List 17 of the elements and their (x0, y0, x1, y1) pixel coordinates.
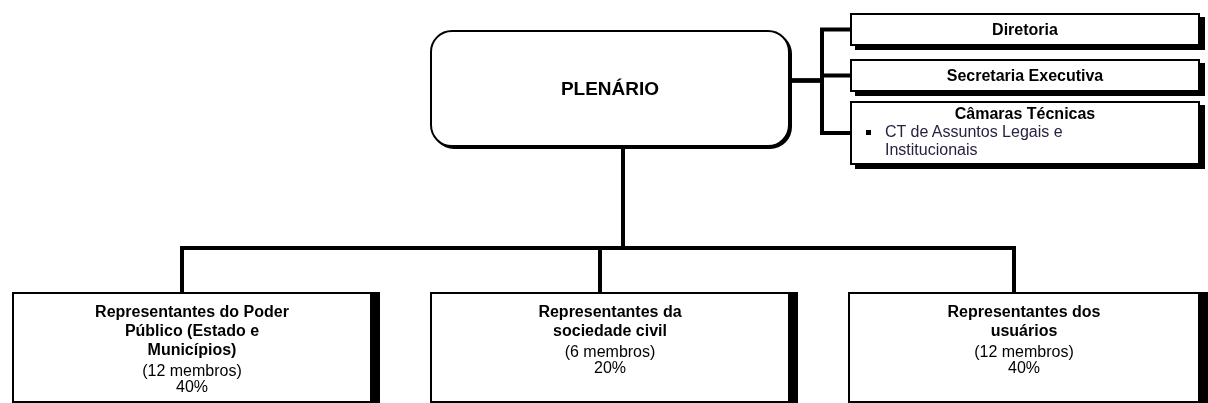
group-title: Representantes do Poder Público (Estado e Municípios) (94, 302, 290, 359)
plenary-box (430, 30, 790, 147)
group-title: Representantes da sociedade civil (537, 302, 683, 340)
node-title: Câmaras Técnicas (954, 105, 1096, 123)
list-item: CT de Assuntos Legais e Institucionais (885, 123, 1064, 159)
percentage: 40% (176, 379, 208, 395)
group-title: Representantes dos usuários (946, 302, 1102, 340)
node-title: PLENÁRIO (560, 77, 660, 100)
node-title: Diretoria (992, 20, 1058, 39)
member-count: (6 membros) (564, 344, 656, 360)
member-count: (12 membros) (974, 344, 1074, 360)
connector-line (621, 147, 1016, 292)
percentage: 20% (594, 360, 626, 376)
member-count: (12 membros) (142, 363, 242, 379)
percentage: 40% (1008, 360, 1040, 376)
node-title: Secretaria Executiva (946, 66, 1104, 85)
connector-line (790, 78, 850, 135)
